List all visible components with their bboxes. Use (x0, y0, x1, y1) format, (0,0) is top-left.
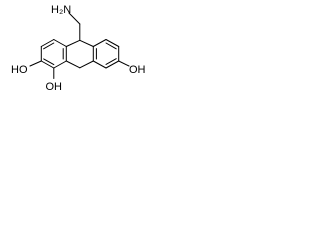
bond-group (29, 12, 130, 79)
amine-label: H₂N (51, 4, 71, 16)
bond-c15-c16-inner (105, 58, 117, 65)
bond-c9-c10 (79, 39, 94, 47)
bond-c16-c12 (92, 60, 107, 69)
bond-c1-c2 (40, 39, 55, 47)
bond-c14-o (118, 60, 130, 67)
molecule-structure: H₂N HO OH OH (11, 4, 146, 93)
bond-c1-c2-inner (43, 42, 55, 50)
bond-c13-c14 (105, 39, 120, 47)
hydroxyl-label-right: OH (129, 64, 146, 76)
bond-c15-c16 (105, 60, 120, 69)
bond-c13-c14-inner (105, 42, 117, 50)
bond-c4-c11 (65, 60, 81, 69)
bond-c10-c13 (92, 39, 107, 47)
bond-c5-c6 (40, 60, 55, 69)
bond-c5-c6-inner (43, 58, 55, 66)
hydroxyl-label-bottom: OH (46, 81, 63, 93)
bond-c3-c9 (65, 39, 81, 47)
atom-label-group: H₂N HO OH OH (11, 4, 146, 93)
bond-c11-c10 (79, 60, 94, 69)
bond-c2-c3 (53, 39, 67, 47)
bond-c6-o (29, 60, 42, 67)
hydroxyl-label-left: HO (11, 64, 28, 76)
bond-c4-c5 (53, 60, 67, 69)
bond-ch2-n (68, 12, 81, 25)
